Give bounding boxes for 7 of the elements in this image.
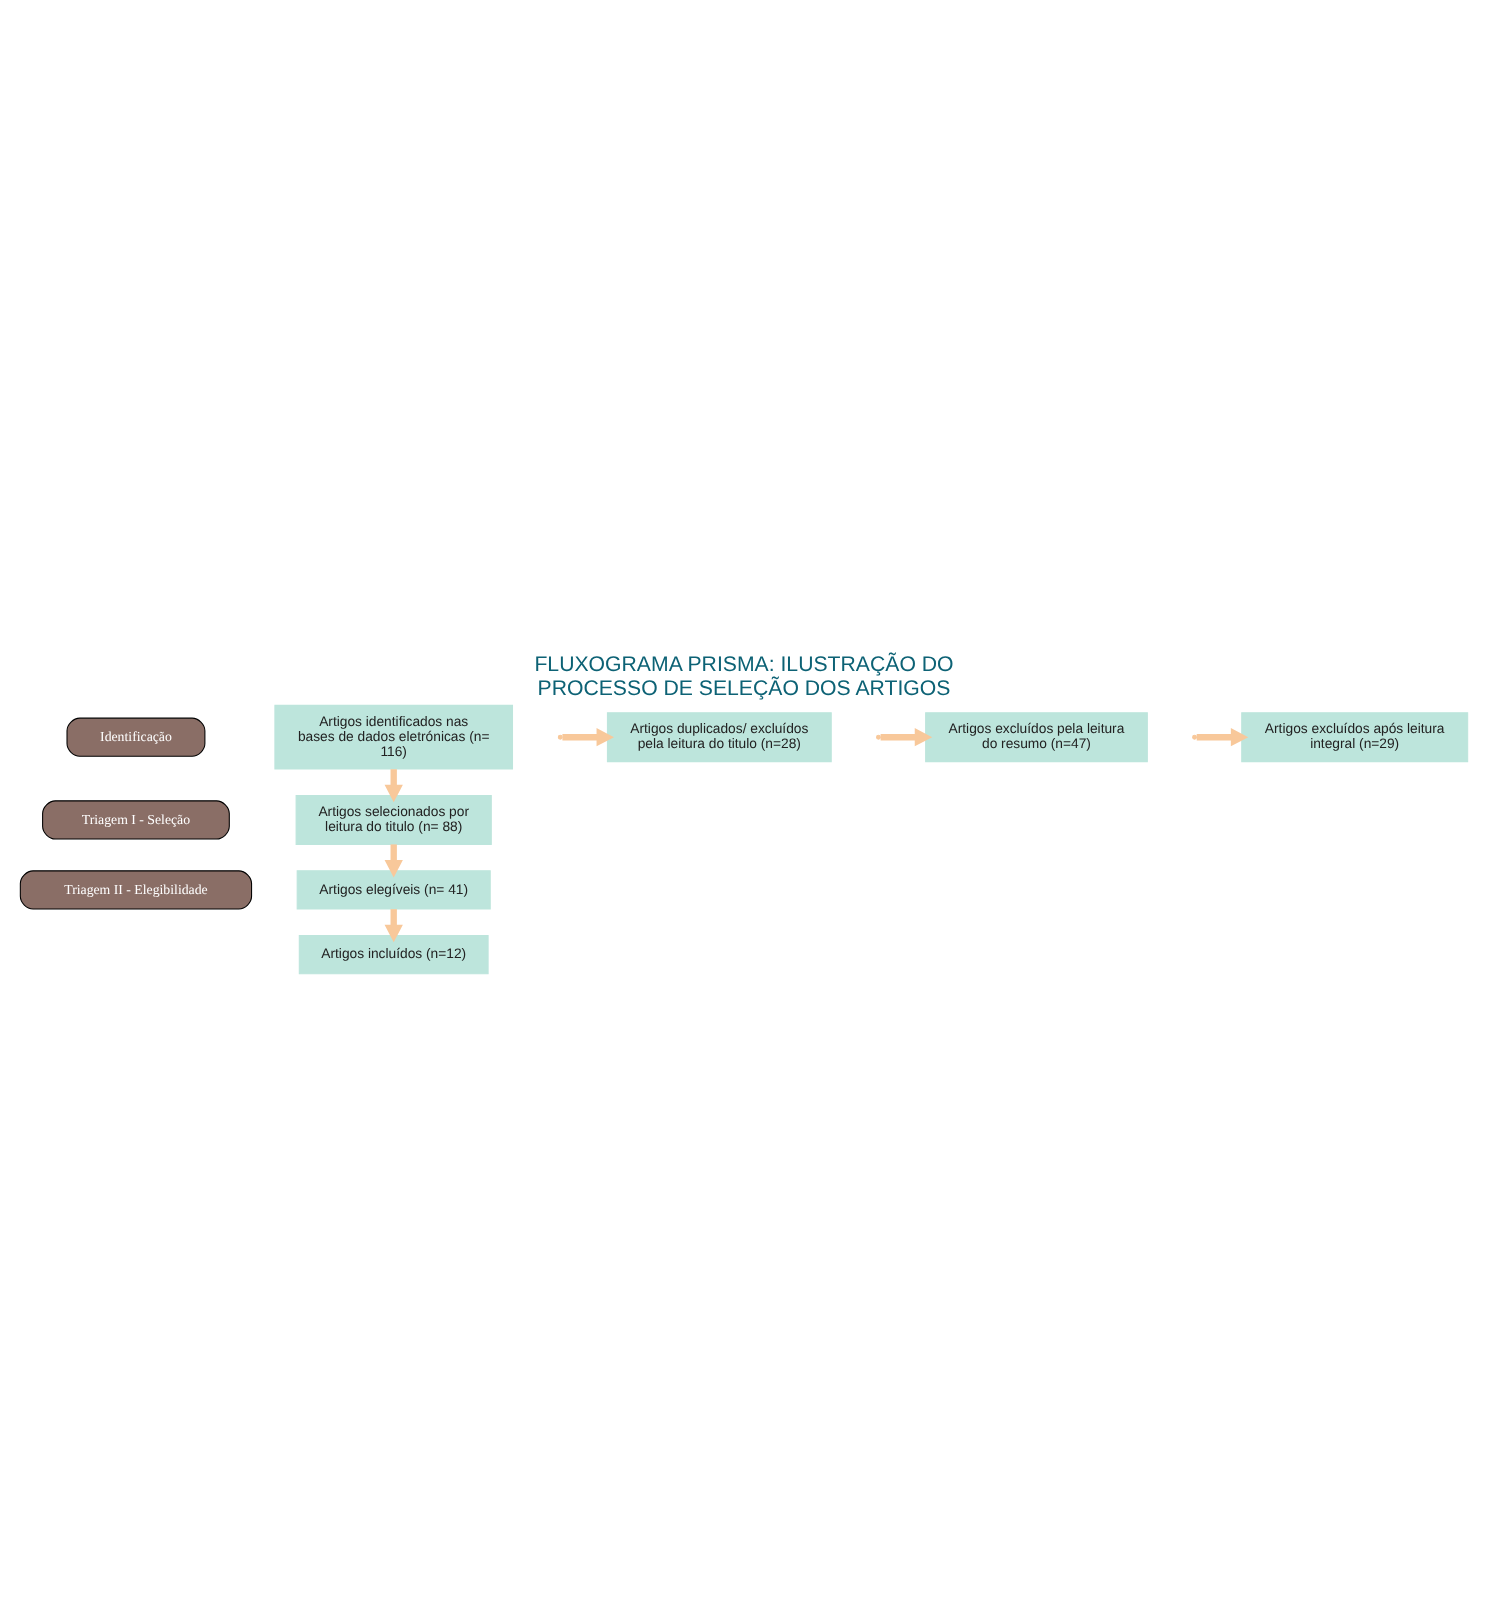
arrow [562, 728, 614, 747]
diagram-title: FLUXOGRAMA PRISMA: ILUSTRAÇÃO DO PROCESSO DE SELEÇÃO DOS ARTIGOS [534, 653, 954, 701]
arrow [1196, 728, 1249, 747]
arrow [384, 769, 403, 803]
arrow [384, 909, 403, 943]
arrow [384, 844, 403, 878]
arrow [880, 728, 933, 747]
